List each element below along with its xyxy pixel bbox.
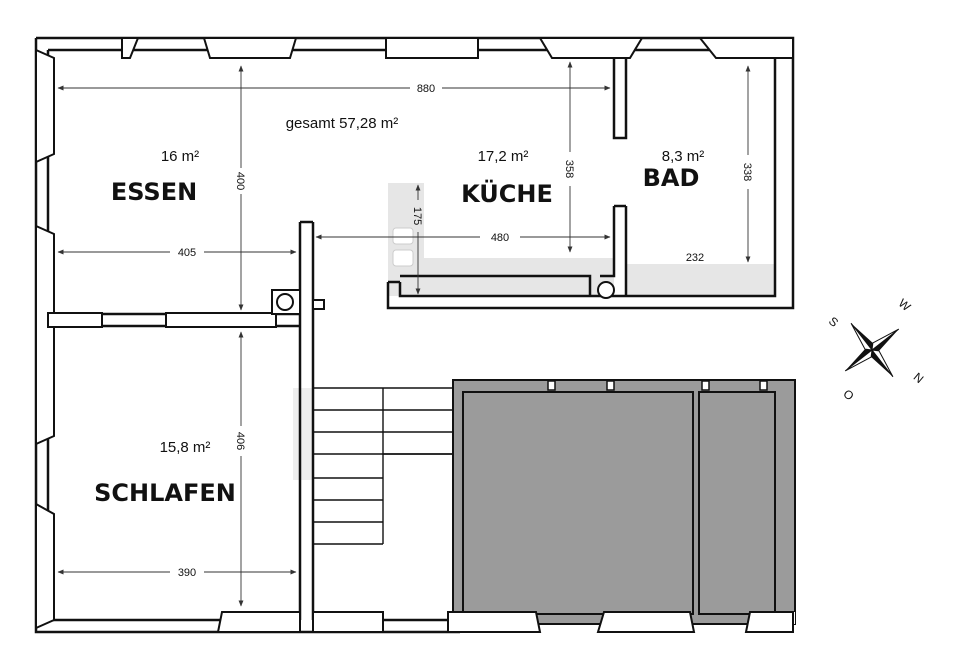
compass-label-n: N xyxy=(911,370,927,386)
staircase[interactable] xyxy=(313,387,453,545)
dim-405: 405 xyxy=(178,247,196,259)
dim-390: 390 xyxy=(178,567,196,579)
dim-232: 232 xyxy=(686,252,704,264)
bath-floor-shade xyxy=(626,264,776,296)
windows xyxy=(35,37,794,633)
essen-area: 16 m² xyxy=(161,148,199,165)
room-name-schlafen: SCHLAFEN xyxy=(94,479,236,507)
dim-175: 175 xyxy=(411,207,423,225)
compass-label-o: O xyxy=(840,387,856,404)
schlafen-area: 15,8 m² xyxy=(160,439,211,456)
outbuilding-room-left xyxy=(462,391,694,615)
dim-406: 406 xyxy=(234,432,246,450)
room-name-kueche: KÜCHE xyxy=(461,178,553,208)
bad-area: 8,3 m² xyxy=(662,148,705,165)
room-name-essen: ESSEN xyxy=(111,178,197,206)
total-area: gesamt 57,28 m² xyxy=(286,115,399,132)
dim-480: 480 xyxy=(491,232,509,244)
chimneys xyxy=(271,281,615,315)
kueche-area: 17,2 m² xyxy=(478,148,529,165)
dim-338: 338 xyxy=(741,163,753,181)
dimension-lines xyxy=(57,61,751,607)
dim-400: 400 xyxy=(234,172,246,190)
compass-icon xyxy=(844,322,900,378)
kitchen-counter xyxy=(392,227,414,267)
compass-label-s: S xyxy=(826,314,841,330)
outbuilding-room-right xyxy=(698,391,776,615)
stair-shade xyxy=(293,388,313,480)
compass-label-w: W xyxy=(896,296,914,314)
dim-358: 358 xyxy=(563,160,575,178)
dim-880: 880 xyxy=(417,83,435,95)
room-name-bad: BAD xyxy=(643,164,700,192)
